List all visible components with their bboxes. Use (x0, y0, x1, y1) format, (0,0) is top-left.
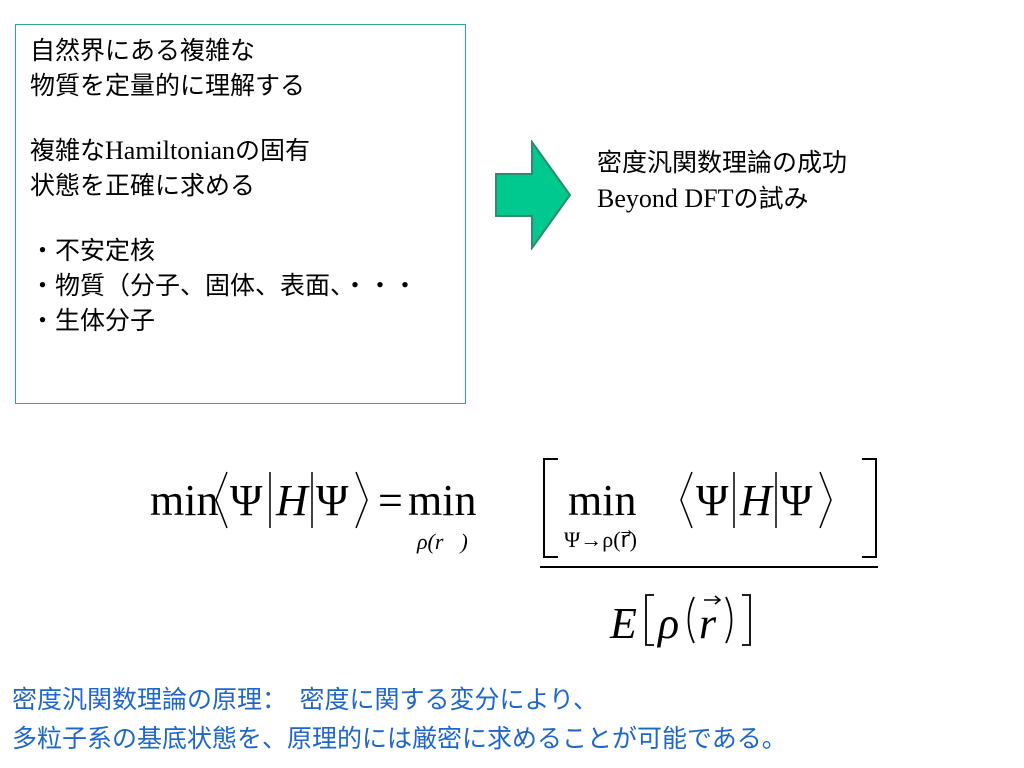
caption-line2: 多粒子系の基底状態を、原理的には厳密に求めることが可能である。 (12, 724, 787, 753)
eq-psi-3: Ψ (696, 476, 729, 525)
variational-equation: min Ψ H Ψ = min ρ(r⃗) min Ψ→ρ(r⃗) Ψ H Ψ … (150, 458, 878, 648)
summary-textbox: 自然界にある複雑な 物質を定量的に理解する 複雑なHamiltonianの固有 … (15, 24, 466, 404)
beyond-dft-word: Beyond DFT (597, 184, 734, 213)
eq-min-middle: min (408, 476, 476, 525)
box-title-line1: 自然界にある複雑な (30, 36, 256, 65)
eq-energy-paren-close (725, 596, 733, 644)
eq-h-2: H (739, 476, 774, 525)
eq-bracket-right-close (819, 471, 832, 529)
bullet-materials: ・物質（分子、固体、表面、・・・ (30, 271, 418, 300)
dft-success-text: 密度汎関数理論の成功 Beyond DFTの試み (597, 145, 847, 217)
eq-sub-rho: ρ(r⃗) (416, 529, 468, 554)
eq-square-bracket-open (543, 458, 558, 558)
eq-min-inner: min (568, 476, 636, 525)
hamiltonian-word: Hamiltonian (105, 136, 235, 165)
eq-energy-rho: ρ (656, 599, 679, 648)
eq-bracket-left-open (215, 471, 228, 529)
beyond-dft-line: Beyond DFTの試み (597, 181, 847, 217)
caption-line1: 密度汎関数理論の原理： 密度に関する変分により、 (12, 685, 599, 714)
eq-min-left: min (150, 476, 218, 525)
eq-psi-4: Ψ (780, 476, 813, 525)
bullet-unstable-nuclei: ・不安定核 (30, 236, 156, 265)
hamiltonian-line: 複雑なHamiltonianの固有 (30, 133, 465, 168)
eq-bracket-left-close (355, 471, 368, 529)
eq-energy-bracket-open (645, 594, 654, 646)
dft-principle-caption: 密度汎関数理論の原理： 密度に関する変分により、 多粒子系の基底状態を、原理的に… (12, 680, 787, 758)
hamiltonian-suffix: の固有 (235, 136, 311, 165)
hamiltonian-prefix: 複雑な (30, 136, 106, 165)
eq-energy-r: r (699, 599, 717, 648)
eq-sub-psi-to-rho: Ψ→ρ(r⃗) (564, 527, 637, 552)
eq-energy-e: E (609, 599, 637, 648)
eq-psi-1: Ψ (230, 476, 263, 525)
eq-energy-paren-open (687, 596, 695, 644)
eq-psi-2: Ψ (316, 476, 349, 525)
box-title-line2: 物質を定量的に理解する (30, 71, 306, 100)
eq-bracket-right-open (680, 471, 693, 529)
dft-success-line: 密度汎関数理論の成功 (597, 148, 848, 177)
eq-vector-arrow (704, 595, 722, 605)
eigenstate-line: 状態を正確に求める (30, 171, 256, 200)
eq-h-1: H (275, 476, 310, 525)
eq-square-bracket-close (862, 458, 877, 558)
eq-equals: = (378, 476, 403, 525)
beyond-dft-suffix: の試み (733, 184, 809, 213)
right-arrow-icon (495, 140, 572, 250)
eq-energy-bracket-close (742, 594, 751, 646)
bullet-biomolecules: ・生体分子 (30, 306, 156, 335)
